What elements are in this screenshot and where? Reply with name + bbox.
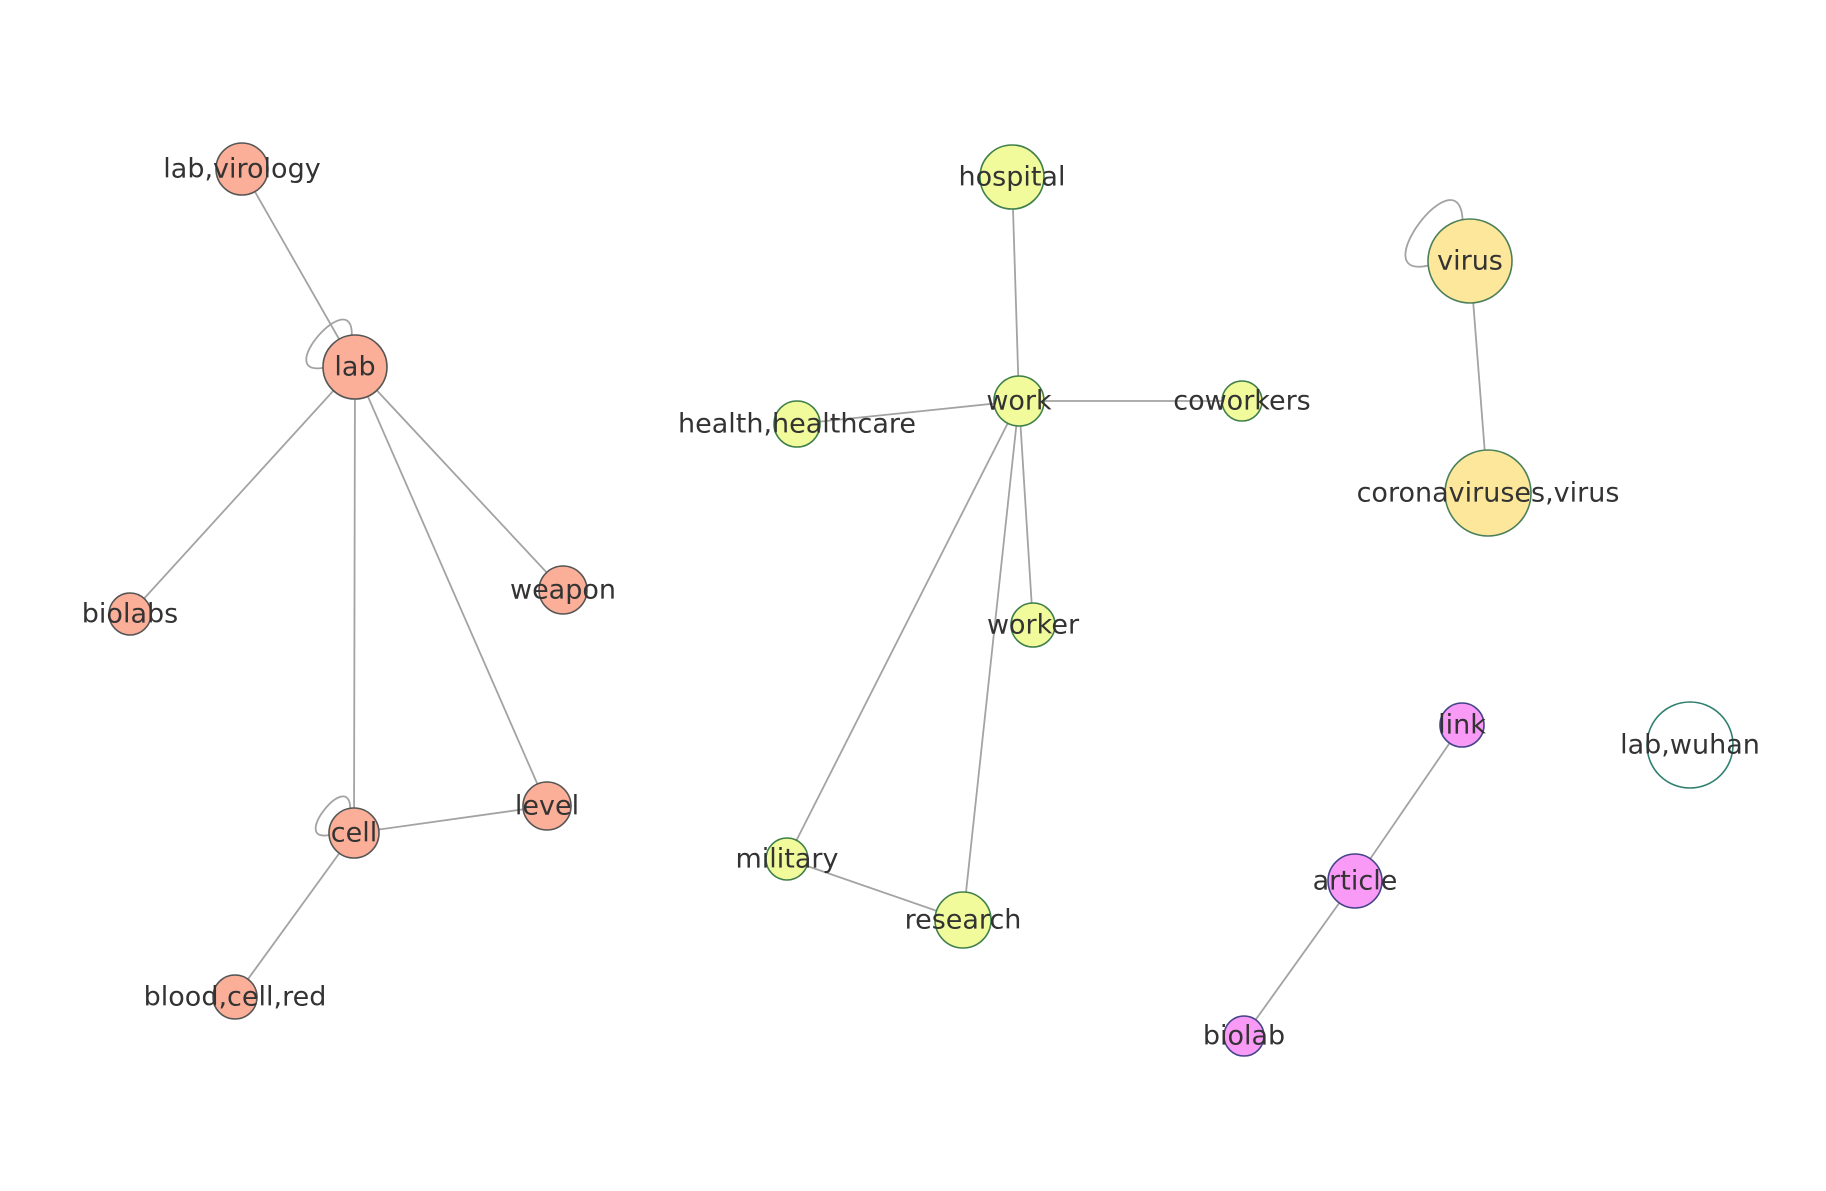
edge-work-military [786, 400, 1020, 860]
node-label-blood_cell_red: blood,cell,red [144, 982, 327, 1013]
nodes-layer [108, 142, 1734, 1057]
edge-lab_virology-lab [241, 168, 356, 368]
node-label-health_healthcare: health,healthcare [678, 409, 916, 440]
node-label-lab: lab [334, 352, 375, 383]
node-cell[interactable] [328, 807, 380, 859]
node-label-article: article [1313, 866, 1398, 897]
node-label-lab_virology: lab,virology [163, 154, 320, 185]
edge-work-research [962, 400, 1020, 921]
node-lab[interactable] [322, 334, 388, 400]
node-link[interactable] [1439, 702, 1485, 748]
node-article[interactable] [1327, 853, 1383, 909]
node-label-link: link [1438, 710, 1486, 741]
node-military[interactable] [765, 837, 809, 881]
edge-cell-cell [314, 795, 352, 837]
edge-lab-biolabs [129, 366, 356, 615]
edge-lab-lab [305, 318, 353, 370]
node-label-coronaviruses_virus: coronaviruses,virus [1357, 478, 1620, 509]
node-blood_cell_red[interactable] [212, 974, 258, 1020]
node-virus[interactable] [1427, 218, 1513, 304]
node-coworkers[interactable] [1221, 380, 1263, 422]
edge-work-worker [1018, 400, 1034, 626]
node-label-biolab: biolab [1203, 1021, 1285, 1052]
edge-hospital-work [1011, 176, 1020, 402]
node-biolabs[interactable] [108, 592, 152, 636]
edge-cell-level [353, 805, 548, 834]
edge-virus-virus [1404, 199, 1464, 268]
node-health_healthcare[interactable] [773, 400, 821, 448]
node-label-weapon: weapon [510, 575, 616, 606]
node-label-worker: worker [987, 610, 1080, 641]
node-work[interactable] [993, 375, 1045, 427]
node-coronaviruses_virus[interactable] [1444, 449, 1532, 537]
node-label-coworkers: coworkers [1173, 386, 1311, 417]
node-lab_wuhan[interactable] [1646, 701, 1734, 789]
node-label-research: research [905, 905, 1022, 936]
edges-layer [129, 168, 1489, 1037]
edge-link-article [1354, 724, 1463, 882]
labels-layer: lab,virology lab biolabs weapon cell level blo… [82, 154, 1760, 1052]
node-lab_virology[interactable] [215, 142, 269, 196]
node-worker[interactable] [1010, 602, 1056, 648]
node-hospital[interactable] [979, 144, 1045, 210]
edge-military-research [786, 858, 964, 921]
edge-cell-blood_cell_red [234, 832, 355, 998]
node-label-level: level [515, 791, 579, 822]
node-weapon[interactable] [538, 565, 588, 615]
node-label-biolabs: biolabs [82, 599, 178, 630]
edge-lab-level [354, 366, 548, 807]
node-level[interactable] [522, 781, 572, 831]
node-label-virus: virus [1437, 246, 1503, 277]
edge-lab-cell [353, 366, 356, 834]
node-research[interactable] [934, 891, 992, 949]
edge-work-health_healthcare [796, 400, 1020, 425]
edge-article-biolab [1243, 880, 1356, 1037]
node-label-work: work [986, 386, 1052, 417]
node-label-lab_wuhan: lab,wuhan [1620, 730, 1760, 761]
node-label-military: military [735, 844, 838, 875]
node-biolab[interactable] [1223, 1015, 1265, 1057]
edge-lab-weapon [354, 366, 564, 591]
node-label-hospital: hospital [959, 162, 1066, 193]
node-label-cell: cell [331, 818, 377, 849]
